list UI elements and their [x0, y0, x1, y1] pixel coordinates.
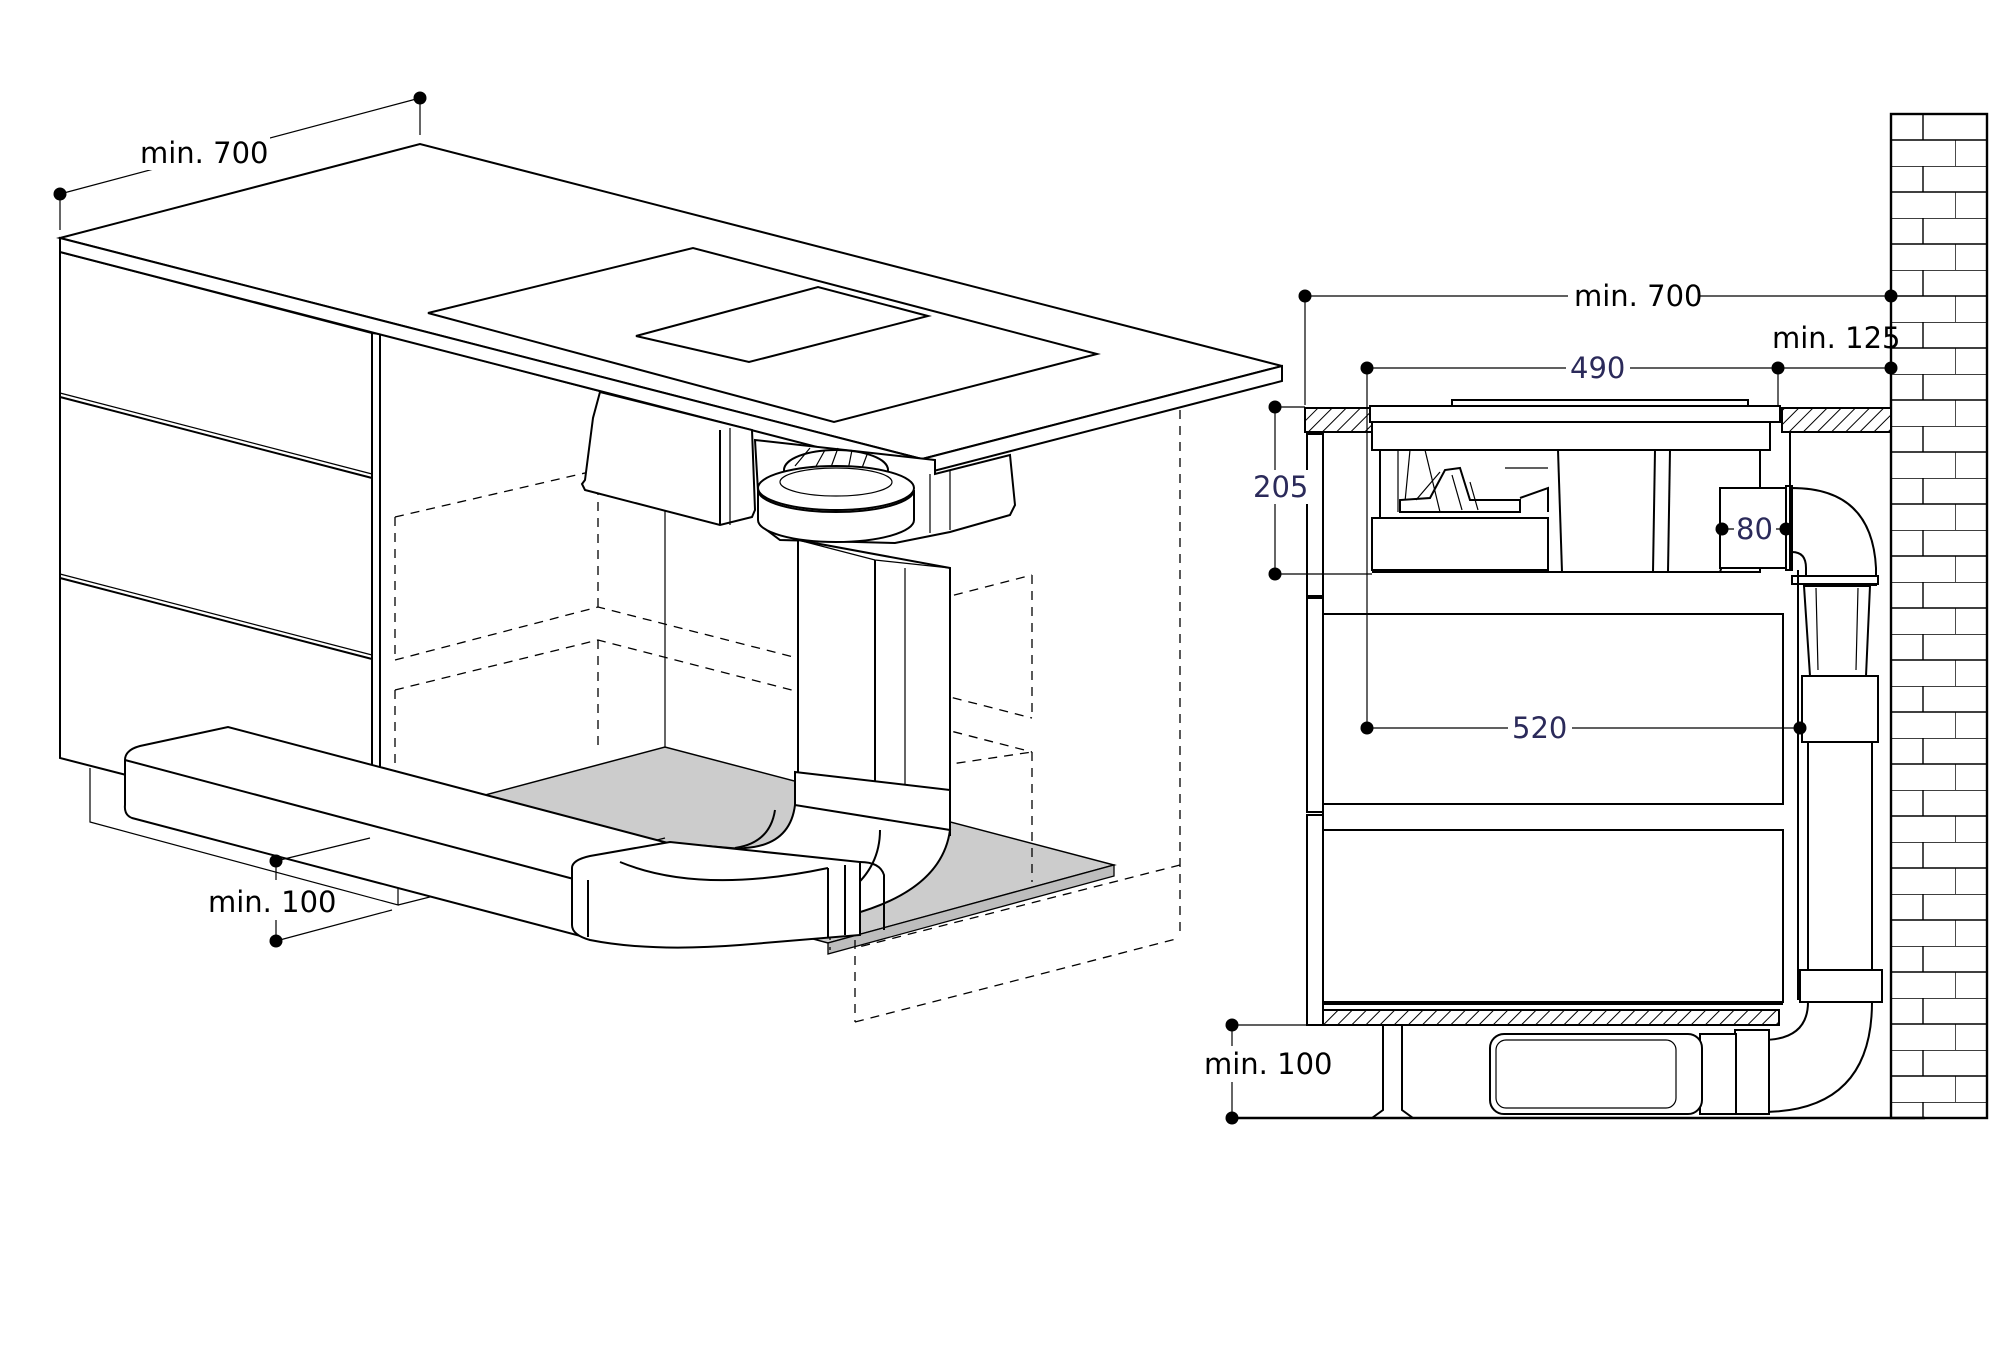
dim-section-width: min. 700 [1298, 278, 1898, 405]
vertical-duct [797, 538, 951, 807]
dim-label-section-plinth: min. 100 [1204, 1047, 1332, 1081]
section-view: min. 700 min. 125 490 205 [1204, 112, 1989, 1125]
dim-section-height: 205 [1252, 400, 1372, 581]
isometric-view: min. 700 min. 100 [53, 91, 1283, 1023]
hob-unit [580, 390, 1017, 545]
worktop-section-right [1781, 407, 1892, 433]
hob-section [1369, 399, 1781, 573]
worktop-section-left [1304, 407, 1373, 433]
dim-iso-plinth: min. 100 [208, 837, 393, 948]
dim-label-section-wall: min. 125 [1772, 321, 1900, 355]
dim-section-hob: 490 [1360, 350, 1778, 406]
dim-label-iso-width: min. 700 [140, 136, 268, 170]
dim-section-plinth: min. 100 [1204, 1018, 1332, 1125]
dim-section-depth: 520 [1360, 406, 1807, 746]
dim-iso-width: min. 700 [53, 91, 427, 230]
cabinet-section [1306, 432, 1799, 1119]
duct-section [1489, 485, 1883, 1115]
dim-label-section-hob: 490 [1570, 351, 1625, 385]
dim-label-iso-plinth: min. 100 [208, 885, 336, 919]
dim-section-duct: 80 [1715, 512, 1793, 546]
dim-label-section-height: 205 [1253, 470, 1308, 504]
brick-wall [1889, 112, 1989, 1120]
dim-label-section-depth: 520 [1512, 711, 1567, 745]
dim-label-section-width: min. 700 [1574, 279, 1702, 313]
dim-section-wall: min. 125 [1771, 321, 1900, 406]
cooking-zone [635, 285, 932, 364]
plinth-duct [123, 725, 885, 949]
worktop [56, 142, 1283, 476]
dim-label-section-duct: 80 [1736, 512, 1773, 546]
